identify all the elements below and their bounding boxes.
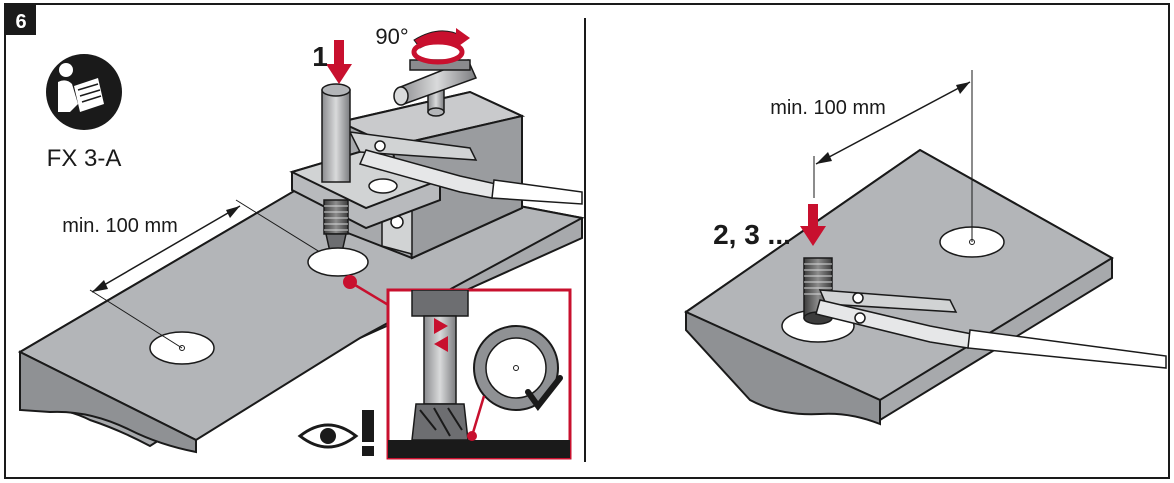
push-down-arrow-icon (326, 40, 352, 84)
detail-inset (386, 288, 572, 460)
distance-dimension-left (89, 199, 337, 349)
eye-icon (297, 423, 359, 449)
ground-clamp-left (336, 131, 583, 205)
drill-rod (321, 83, 351, 253)
distance-dimension-right (813, 70, 973, 242)
weld-spot-near (307, 247, 369, 277)
distance-label-right: min. 100 mm (770, 97, 886, 119)
check-mark-icon (525, 375, 563, 412)
callout-line (349, 280, 391, 308)
outer-frame (4, 3, 1170, 479)
tool-model-label: FX 3-A (47, 145, 122, 172)
rotate-arrow-icon (411, 28, 470, 65)
distance-label-left: min. 100 mm (62, 215, 178, 237)
exclamation-icon (362, 410, 374, 456)
step-number: 6 (15, 11, 26, 33)
step-badge (6, 5, 36, 35)
left-panel: FX 3-A min. 100 mm (17, 24, 585, 460)
repeat-arrow-icon (800, 204, 826, 246)
read-manual-icon (46, 54, 122, 130)
rotation-label: 90° (375, 24, 408, 49)
right-panel: min. 100 mm 2, 3 ... (683, 70, 1167, 426)
ground-clamp-right (815, 289, 1167, 369)
repeat-step-label: 2, 3 ... (713, 219, 791, 250)
spot-center-mark (179, 345, 185, 351)
step-one-label: 1 (312, 41, 328, 72)
base-plate-right (683, 148, 1114, 426)
